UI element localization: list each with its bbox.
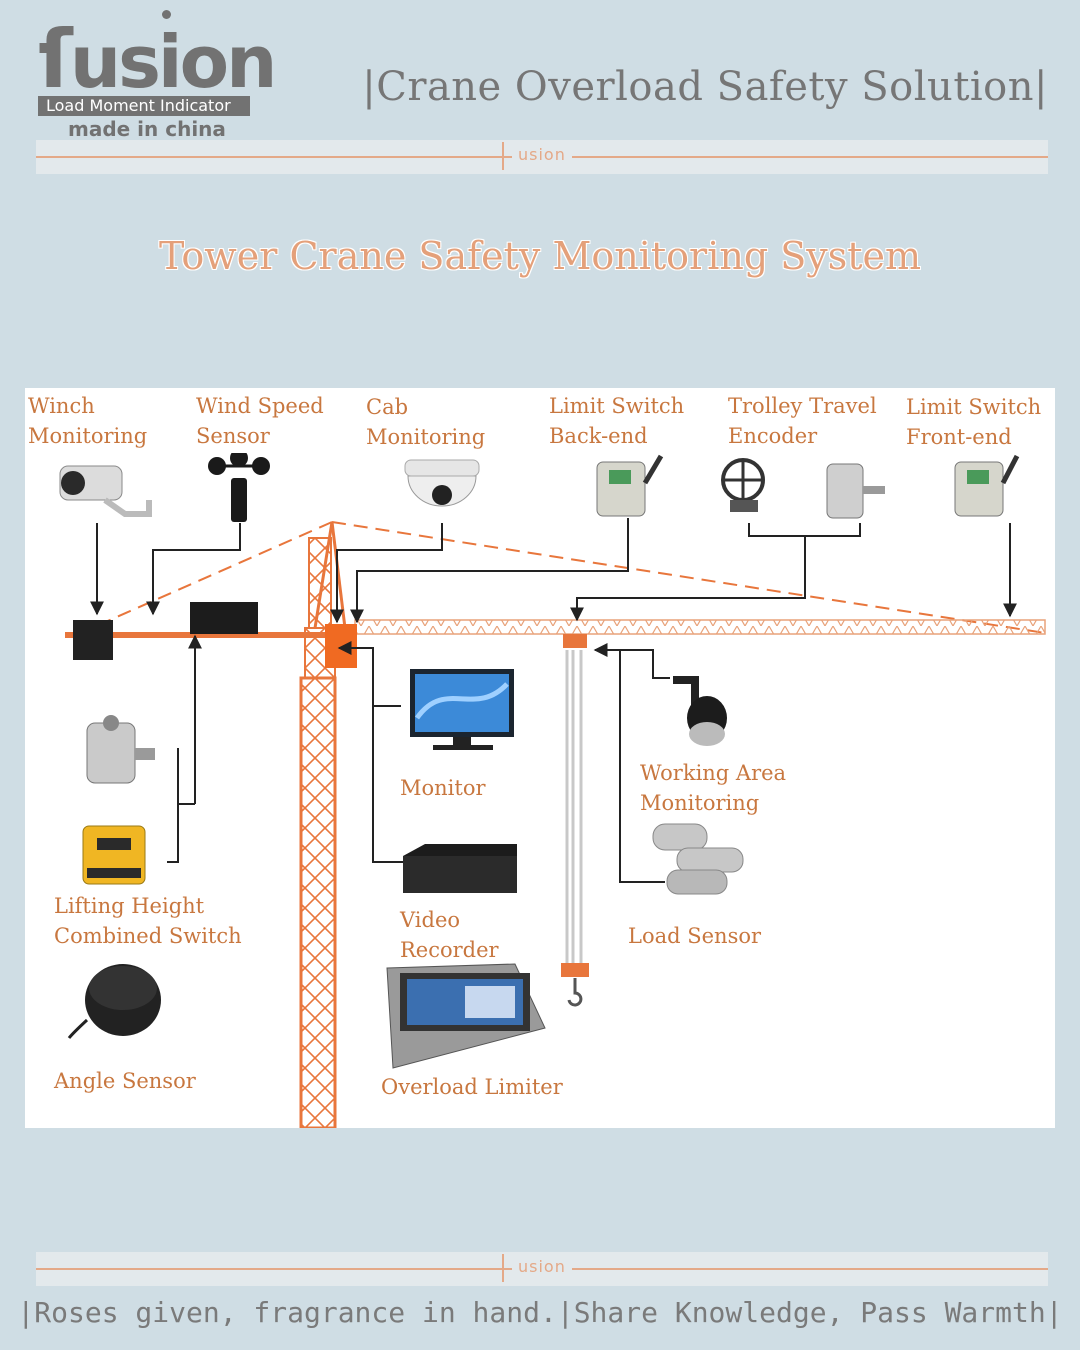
combined-switch-icon	[82, 825, 146, 885]
page-title: Tower Crane Safety Monitoring System	[158, 234, 922, 278]
connector-encoder	[570, 536, 806, 622]
header-title: |Crane Overload Safety Solution|	[362, 64, 1048, 110]
divider-label: usion	[512, 1257, 572, 1276]
connector-working-area	[593, 643, 670, 679]
label-cab-monitoring: Cab Monitoring	[363, 390, 515, 454]
winch-block	[73, 620, 113, 660]
label-limit-switch-back: Limit Switch Back-end	[546, 389, 690, 453]
logo-wordmark: ſusion	[38, 13, 277, 106]
label-line: Winch	[28, 394, 95, 418]
encoder-wheel-icon	[721, 458, 765, 512]
video-recorder-icon	[403, 844, 517, 893]
footer-slogan: |Roses given, fragrance in hand.|Share K…	[17, 1296, 1063, 1329]
label-line: Trolley Travel	[728, 394, 877, 418]
label-lifting-height-switch: Lifting Height Combined Switch	[54, 891, 242, 951]
winch-camera-icon	[59, 465, 152, 517]
connector-recorder	[372, 705, 403, 863]
label-line: Lifting Height	[54, 894, 205, 918]
connector-cab	[330, 523, 443, 624]
label-line: Back-end	[549, 424, 648, 448]
encoder-icon	[826, 463, 885, 519]
lifting-encoder-icon	[86, 715, 155, 784]
connector-limit-back	[350, 518, 629, 624]
label-angle-sensor: Angle Sensor	[54, 1069, 196, 1093]
label-line: Cab	[366, 395, 409, 419]
limit-switch-back-icon	[596, 454, 664, 517]
label-line: Recorder	[400, 938, 499, 962]
label-load-sensor: Load Sensor	[628, 924, 762, 948]
counterweight	[190, 602, 258, 634]
logo-dot	[162, 10, 171, 19]
logo-origin: made in china	[68, 117, 226, 141]
divider-label: usion	[512, 145, 572, 164]
cab-camera-icon	[404, 459, 480, 507]
top-divider: usion	[36, 140, 1048, 174]
wind-sensor-icon	[208, 449, 270, 522]
connector-encoder-bridge	[748, 523, 861, 537]
label-monitor: Monitor	[400, 776, 486, 800]
connector-lift-bridge-b	[167, 804, 179, 863]
connector-load	[619, 649, 665, 883]
diagram-panel	[25, 388, 1055, 1128]
label-overload-limiter: Overload Limiter	[381, 1075, 563, 1099]
label-line: Encoder	[728, 424, 818, 448]
angle-sensor-icon	[67, 964, 161, 1039]
monitor-icon	[410, 669, 514, 750]
label-winch-monitoring: Winch Monitoring	[25, 389, 177, 453]
label-line: Monitoring	[640, 791, 760, 815]
label-line: Monitoring	[366, 425, 486, 449]
label-line: Monitoring	[28, 424, 148, 448]
crane-diagram	[59, 449, 1046, 1128]
label-trolley-travel-encoder: Trolley Travel Encoder	[725, 389, 877, 453]
trolley-hook	[561, 634, 589, 1007]
label-line: Front-end	[906, 425, 1012, 449]
label-line: Video	[400, 908, 461, 932]
connector-wind	[146, 523, 241, 616]
label-wind-speed-sensor: Wind Speed Sensor	[193, 389, 345, 453]
label-line: Sensor	[196, 424, 270, 448]
logo-word: usion	[69, 20, 278, 104]
label-line: Combined Switch	[54, 924, 242, 948]
brand-logo: ſusion Load Moment Indicator made in chi…	[38, 10, 277, 141]
label-line: Limit Switch	[549, 394, 685, 418]
load-sensor-icon	[652, 823, 744, 895]
label-line: Working Area	[640, 761, 787, 785]
connector-monitor	[337, 641, 374, 706]
limit-switch-front-icon	[954, 454, 1020, 517]
logo-tagline: Load Moment Indicator	[38, 96, 250, 116]
label-line: Limit Switch	[906, 395, 1042, 419]
dome-camera-icon	[673, 676, 727, 746]
label-working-area-monitoring: Working Area Monitoring	[640, 758, 786, 818]
label-limit-switch-front: Limit Switch Front-end	[903, 390, 1055, 454]
connector-lift-bridge-a	[177, 748, 195, 805]
overload-limiter-icon	[386, 963, 546, 1069]
bottom-divider: usion	[36, 1252, 1048, 1286]
label-line: Wind Speed	[196, 394, 324, 418]
label-video-recorder: Video Recorder	[400, 905, 499, 965]
